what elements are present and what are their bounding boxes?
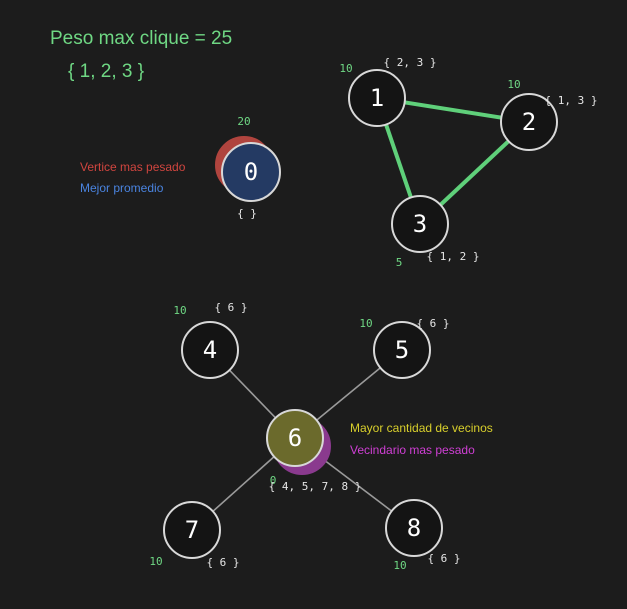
max-clique-set: { 1, 2, 3 } [68,61,145,82]
node-4-neighbors: { 6 } [214,301,247,314]
node-2-neighbors: { 1, 3 } [545,94,598,107]
node-8-label: 8 [407,514,421,542]
node-0[interactable] [221,142,281,202]
node-3-weight: 5 [396,256,403,269]
node-4[interactable] [181,321,239,379]
node-2-weight: 10 [507,78,520,91]
node-8-neighbors: { 6 } [427,552,460,565]
node-3-neighbors: { 1, 2 } [427,250,480,263]
node-6[interactable] [266,409,324,467]
node-8[interactable] [385,499,443,557]
node-1[interactable] [348,69,406,127]
node-1-weight: 10 [339,62,352,75]
node-3[interactable] [391,195,449,253]
node-6-neighbors: { 4, 5, 7, 8 } [269,480,362,493]
node-5-weight: 10 [359,317,372,330]
node-7[interactable] [163,501,221,559]
max-clique-weight-title: Peso max clique = 25 [50,28,233,49]
node-1-neighbors: { 2, 3 } [384,56,437,69]
node-0-neighbors: { } [237,207,257,220]
node-0-label: 0 [244,158,258,186]
legend-heaviest-vertex: Vertice mas pesado [80,160,186,174]
legend-most-neighbors: Mayor cantidad de vecinos [350,421,493,435]
legend-heaviest-neighborhood: Vecindario mas pesado [350,443,475,457]
node-7-label: 7 [185,516,199,544]
legend-best-average: Mejor promedio [80,181,164,195]
node-5[interactable] [373,321,431,379]
node-5-neighbors: { 6 } [416,317,449,330]
node-4-label: 4 [203,336,217,364]
node-4-weight: 10 [173,304,186,317]
node-6-weight: 0 [270,474,277,487]
node-6-label: 6 [288,424,302,452]
node-8-weight: 10 [393,559,406,572]
node-7-neighbors: { 6 } [206,556,239,569]
node-5-label: 5 [395,336,409,364]
node-3-label: 3 [413,210,427,238]
node-1-label: 1 [370,84,384,112]
node-7-weight: 10 [149,555,162,568]
node-2-label: 2 [522,108,536,136]
node-2[interactable] [500,93,558,151]
node-0-weight: 20 [237,115,250,128]
